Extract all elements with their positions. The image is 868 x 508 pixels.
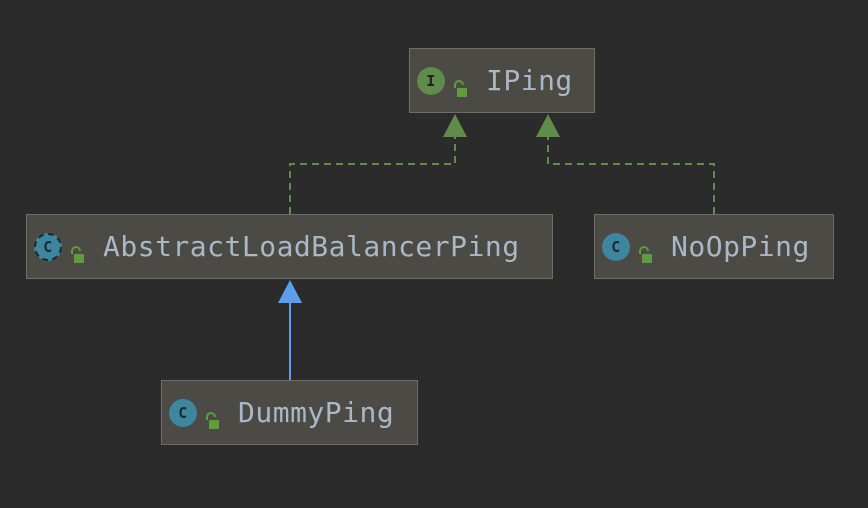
arrowhead-extends-abstract <box>278 280 302 303</box>
public-lock-icon <box>204 404 220 429</box>
node-label-noop-ping: NoOpPing <box>671 230 810 263</box>
node-label-abstract-load-balancer-ping: AbstractLoadBalancerPing <box>103 230 520 263</box>
class-badge-icon: C <box>169 398 197 427</box>
public-lock-icon <box>69 238 85 263</box>
node-dummy-ping[interactable]: C DummyPing <box>161 380 418 445</box>
interface-badge-icon: I <box>417 66 445 95</box>
class-badge-icon: C <box>602 232 630 261</box>
public-lock-icon <box>452 72 468 97</box>
abstract-class-badge-icon: C <box>34 232 62 261</box>
public-lock-icon <box>637 238 653 263</box>
arrowhead-implements-iping-left <box>443 114 467 137</box>
node-label-dummy-ping: DummyPing <box>238 396 395 429</box>
arrowhead-implements-iping-right <box>536 114 560 137</box>
node-label-iping: IPing <box>486 64 573 97</box>
node-iping[interactable]: I IPing <box>409 48 595 113</box>
edge-abstract-implements-iping <box>289 136 456 214</box>
edge-noop-implements-iping <box>547 136 715 214</box>
node-noop-ping[interactable]: C NoOpPing <box>594 214 834 279</box>
node-abstract-load-balancer-ping[interactable]: C AbstractLoadBalancerPing <box>26 214 553 279</box>
